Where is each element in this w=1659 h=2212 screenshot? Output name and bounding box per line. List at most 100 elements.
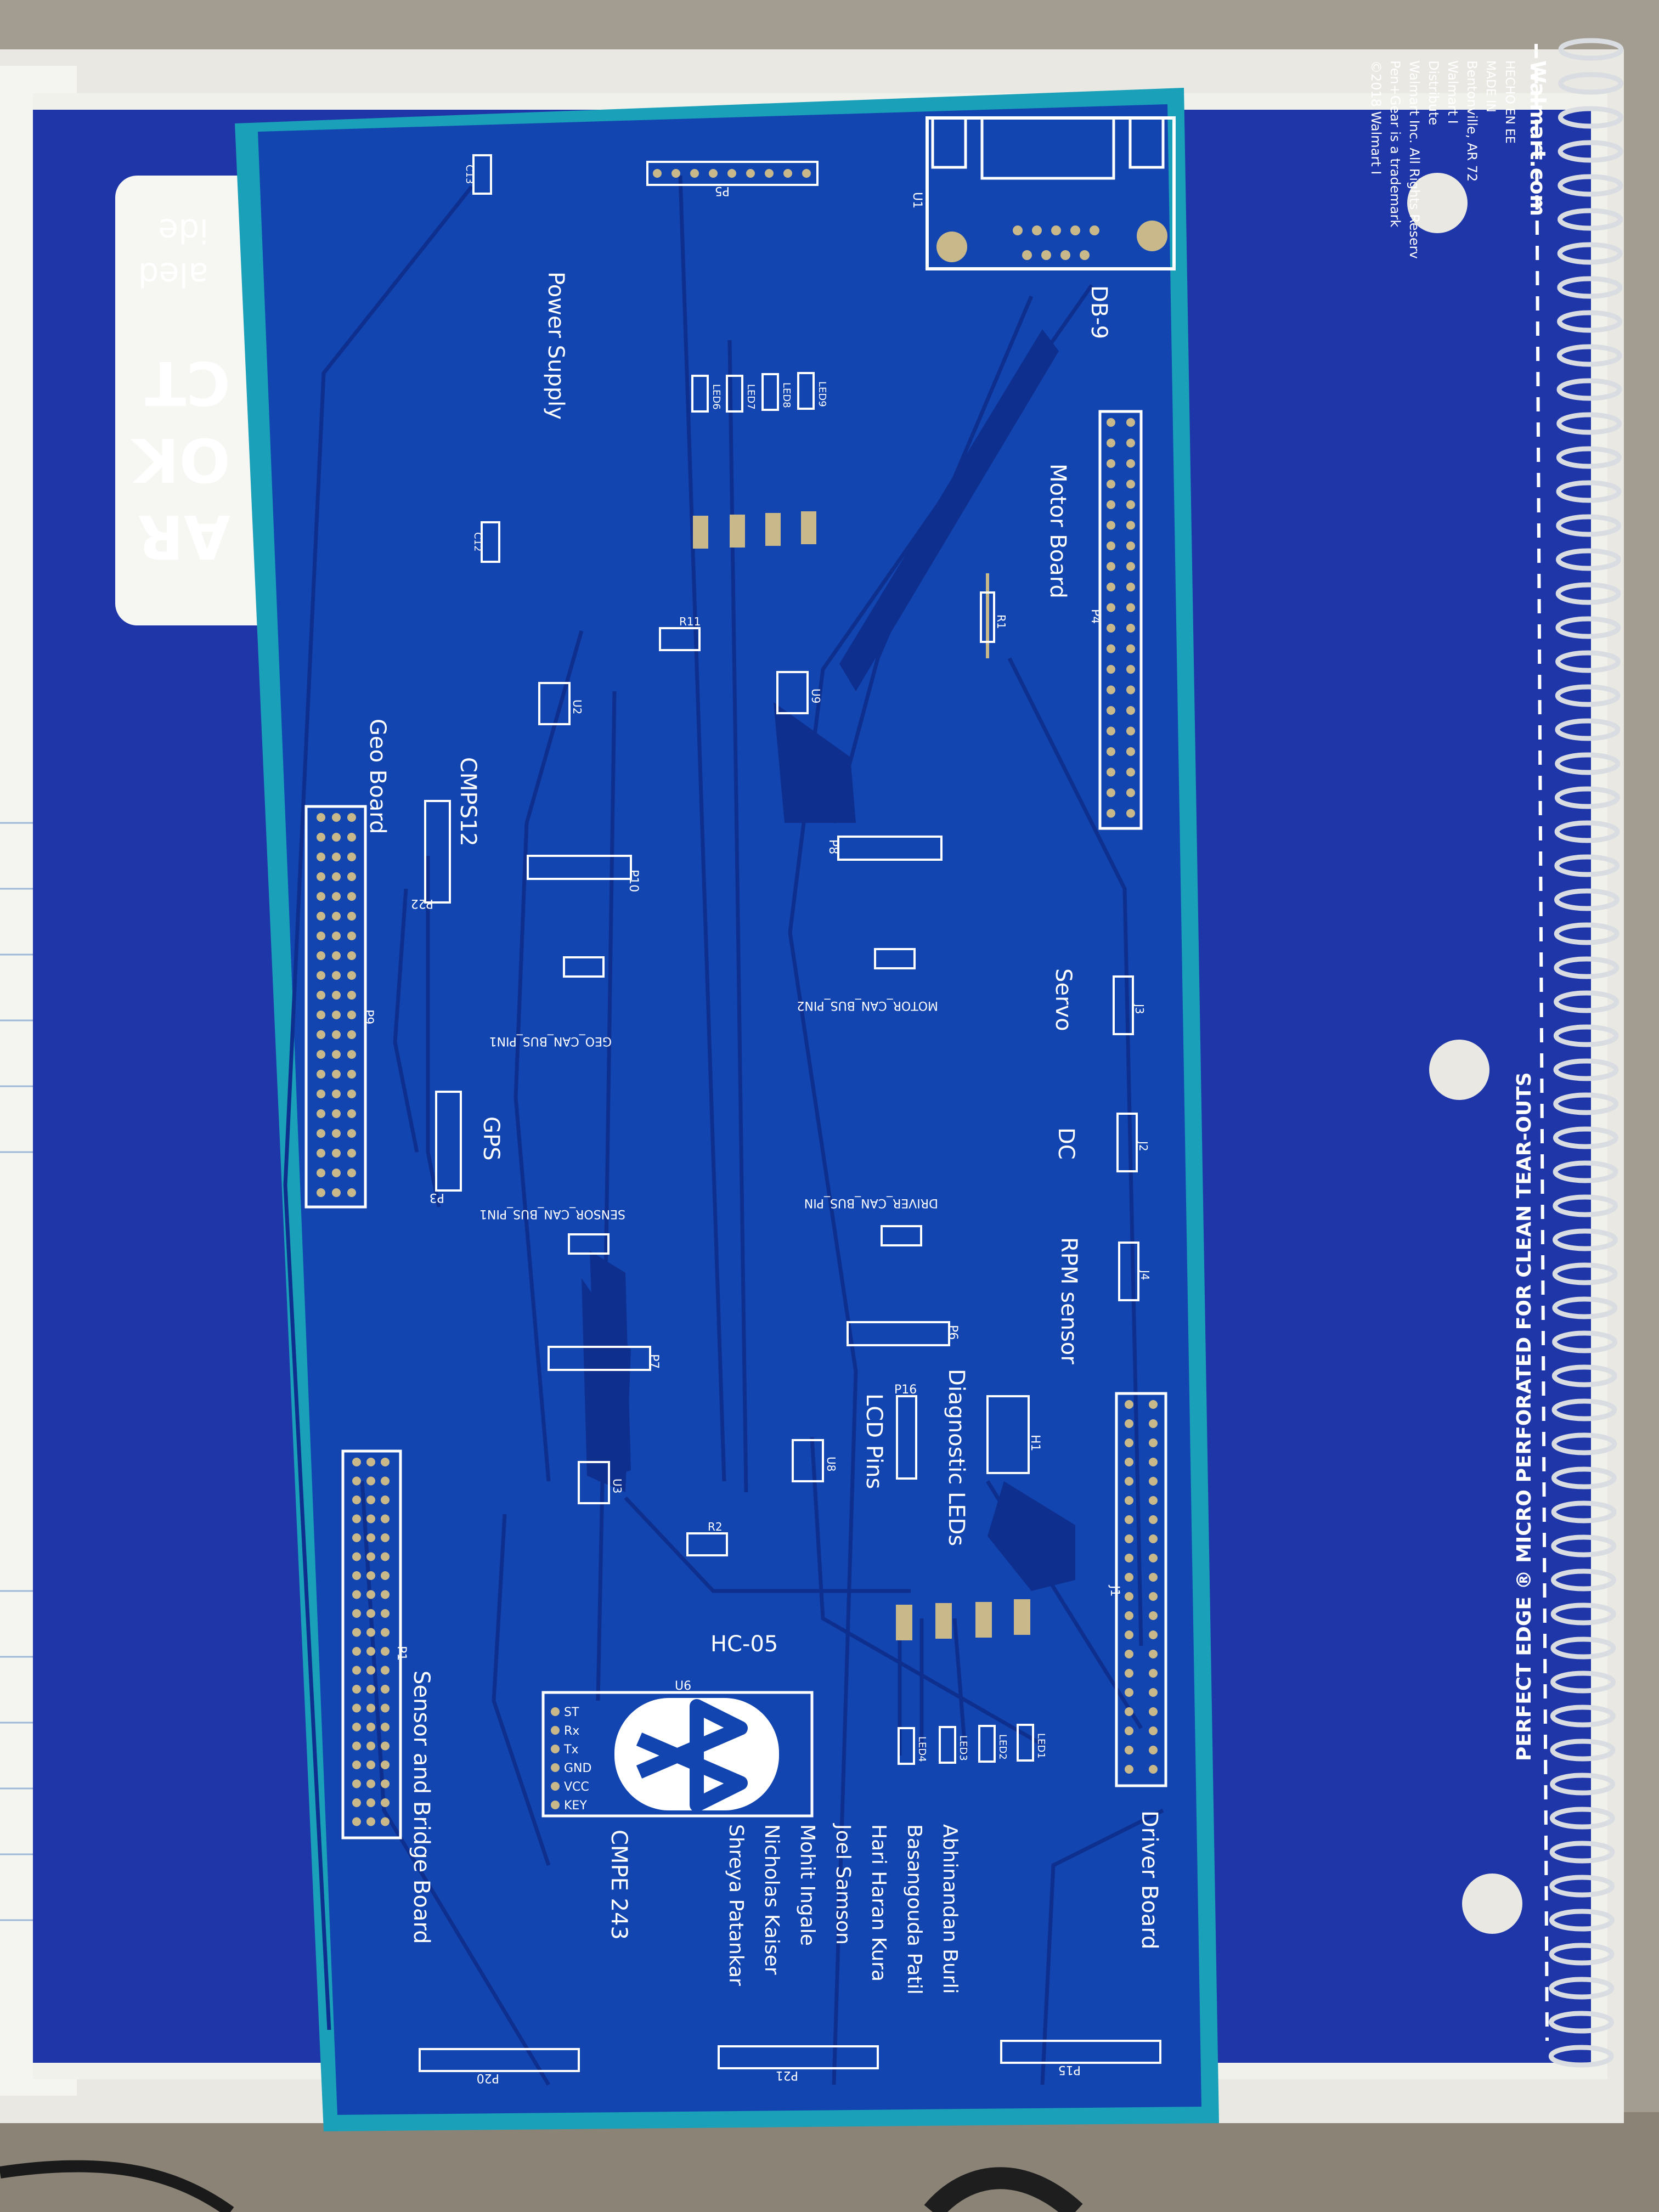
pin-pad	[1149, 1650, 1158, 1658]
pin-pad	[1126, 624, 1135, 633]
pin-pad	[1107, 418, 1115, 427]
header-p16: P16	[894, 1383, 917, 1480]
pin-pad	[1125, 1765, 1133, 1774]
ic-u3: U3	[578, 1461, 624, 1504]
pin-pad	[332, 1188, 341, 1197]
pin-pad	[1107, 603, 1115, 612]
pin-pad	[317, 853, 325, 861]
spiral-coil	[1550, 1637, 1616, 1660]
pin-pad	[332, 1011, 341, 1019]
pin-pad	[352, 1760, 361, 1769]
pin-pad	[352, 1723, 361, 1731]
pin-pad	[332, 912, 341, 921]
spiral-coil	[1556, 548, 1621, 571]
header-p15: P15	[1000, 2040, 1161, 2076]
designator-p9: P9	[362, 1009, 375, 1024]
pin-pad	[1126, 644, 1135, 653]
spiral-coil	[1554, 990, 1620, 1013]
label-geo-can: GEO_CAN_BUS_PIN1	[489, 1034, 612, 1048]
designator-p20: P20	[477, 2071, 499, 2085]
pin-pad	[366, 1552, 375, 1561]
pin-pad	[1149, 1400, 1158, 1409]
pin-pad	[347, 1109, 356, 1118]
pin-pad	[1107, 809, 1115, 818]
pin-pad	[1107, 438, 1115, 448]
designator-p8: P8	[826, 839, 840, 854]
pin-pad	[366, 1458, 375, 1466]
pin-pad	[1149, 1592, 1158, 1601]
header-p8: P8	[826, 836, 943, 861]
pin-pad	[381, 1628, 390, 1637]
pin-pad	[347, 813, 356, 822]
spiral-coil	[1553, 1092, 1619, 1115]
spiral-coil	[1556, 514, 1622, 537]
spiral-coil	[1555, 616, 1621, 639]
pin-pad	[352, 1496, 361, 1504]
label-hc05: HC-05	[710, 1632, 778, 1657]
pin-pad	[332, 813, 341, 822]
pin-pad	[317, 912, 325, 921]
spiral-coil	[1551, 1398, 1617, 1421]
label-geo-board: Geo Board	[365, 719, 390, 834]
pin-pad	[1126, 726, 1135, 736]
pin-pad	[1149, 1554, 1158, 1562]
spiral-coil	[1551, 1568, 1616, 1592]
pin-pad	[1107, 665, 1115, 674]
pin-pad	[352, 1533, 361, 1542]
pin-pad	[1126, 665, 1135, 674]
cover-fragment-ct: CT	[145, 348, 230, 418]
spiral-coil	[1551, 1364, 1617, 1387]
designator-led7: LED7	[745, 384, 757, 410]
pin-pad	[317, 1169, 325, 1177]
author-0: Abhinandan Burli	[939, 1824, 961, 1994]
header-p21: P21	[718, 2045, 879, 2082]
spiral-coil	[1549, 1977, 1615, 2000]
spiral-coil	[1553, 1160, 1618, 1183]
label-gps: GPS	[478, 1116, 504, 1161]
bt-pin-rx: Rx	[564, 1724, 579, 1738]
pin-pad	[727, 169, 736, 178]
cap-c12: C12	[472, 521, 500, 563]
spiral-coil	[1552, 1262, 1618, 1285]
notebook-label: Walmart.com HECHO EN EE MADE IN Bentonvi…	[1368, 60, 1550, 259]
designator-p6: P6	[946, 1325, 960, 1340]
resistor-r2: R2	[686, 1520, 728, 1556]
pin-pad	[381, 1741, 390, 1751]
spiral-coil	[1553, 1126, 1618, 1149]
pin-pad	[1125, 1669, 1133, 1678]
pin-pad	[332, 991, 341, 1000]
pin-pad	[1125, 1746, 1133, 1754]
header-p5: P5	[646, 161, 819, 198]
bt-pin-tx: Tx	[563, 1743, 578, 1757]
pin-pad	[366, 1609, 375, 1618]
designator-u6: U6	[675, 1679, 691, 1693]
pin-pad	[1107, 521, 1115, 530]
pin-pad	[366, 1741, 375, 1751]
pin-pad	[783, 169, 792, 178]
pin-pad	[1149, 1419, 1158, 1428]
led-group-top: LED6 LED7 LED8 LED9	[691, 372, 828, 549]
pin-pad	[381, 1533, 390, 1542]
pin-pad	[1149, 1765, 1158, 1774]
pin-pad	[1125, 1515, 1133, 1524]
designator-j3: J3	[1133, 1003, 1146, 1014]
pin-pad	[317, 1149, 325, 1158]
pin-pad	[802, 169, 811, 178]
pin-pad	[347, 1169, 356, 1177]
pin-pad	[1149, 1746, 1158, 1754]
pin-pad	[1126, 768, 1135, 777]
pin-pad	[352, 1552, 361, 1561]
label-rpm-sensor: RPM sensor	[1056, 1237, 1081, 1364]
spiral-coil	[1553, 1228, 1618, 1251]
header-p22: P22	[411, 800, 451, 910]
pin-pad	[366, 1760, 375, 1769]
pin-pad	[332, 1129, 341, 1138]
pin-pad	[1125, 1688, 1133, 1697]
pin-pad	[1107, 747, 1115, 756]
cable	[0, 2160, 234, 2212]
designator-led9: LED9	[816, 381, 828, 407]
pin-pad	[381, 1798, 390, 1807]
designator-p15: P15	[1058, 2063, 1081, 2076]
spiral-coil	[1549, 1807, 1615, 1830]
pin-pad	[332, 1149, 341, 1158]
